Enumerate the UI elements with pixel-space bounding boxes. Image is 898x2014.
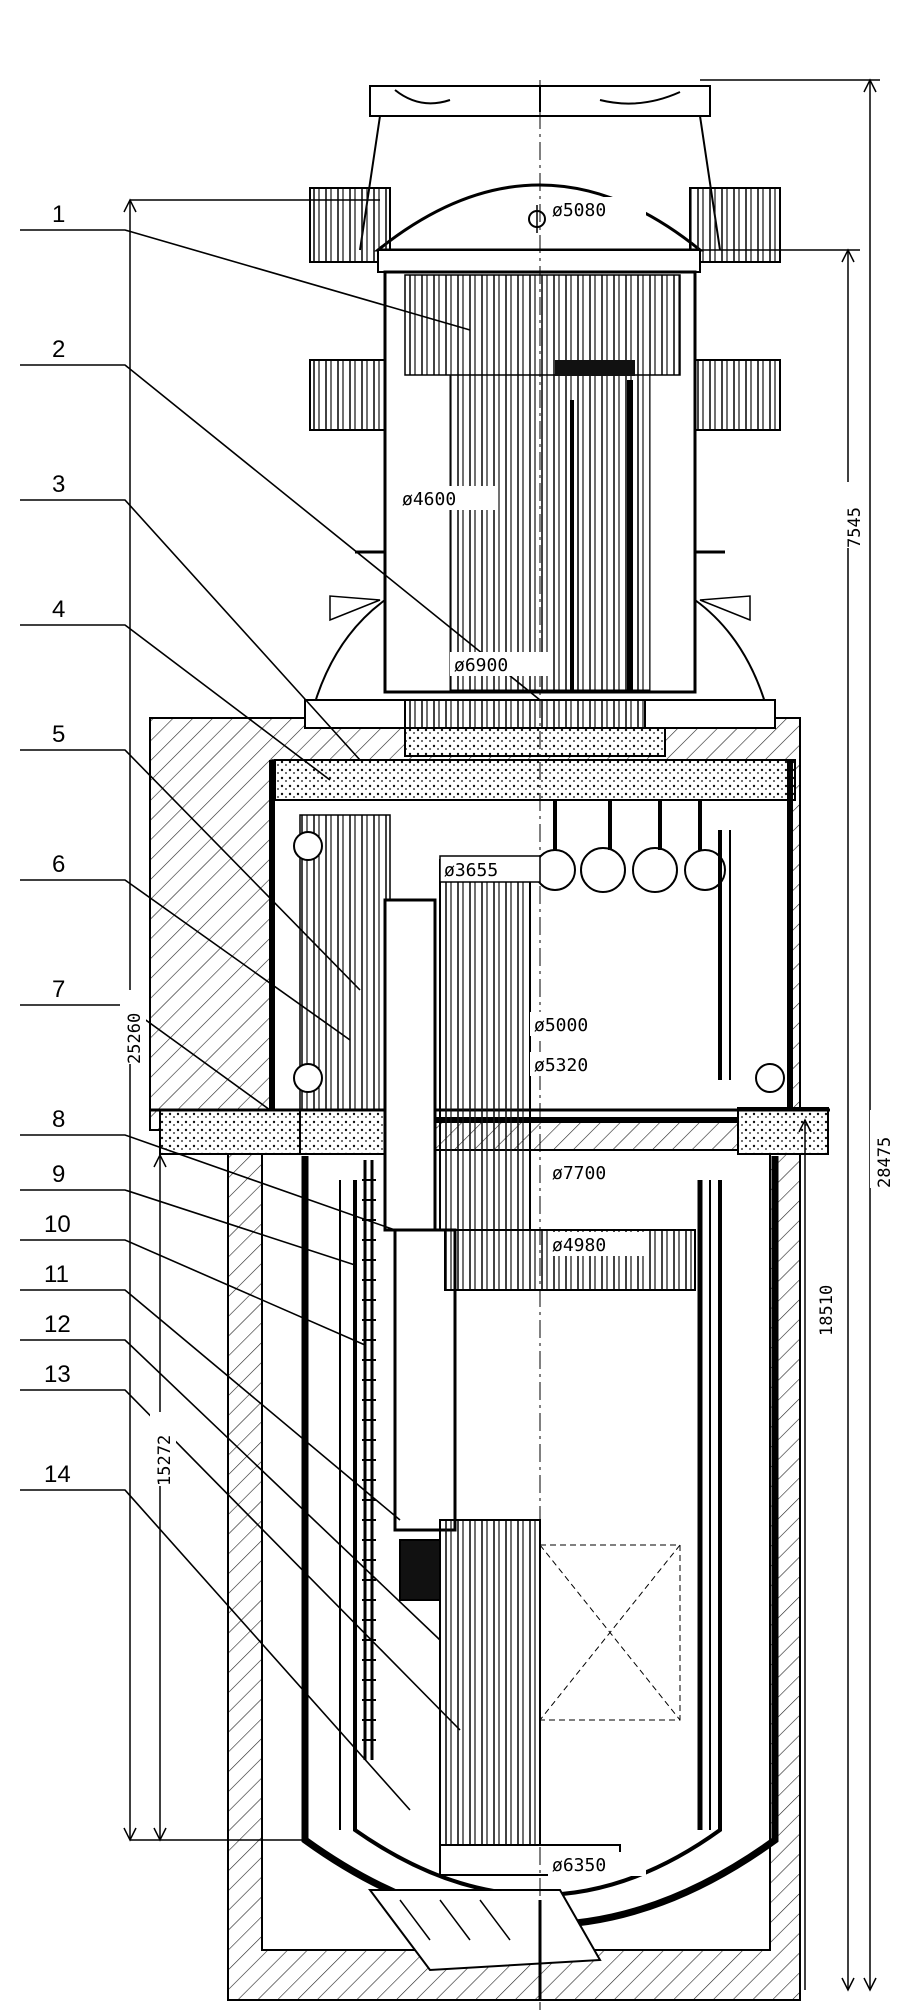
callout-2: 2 bbox=[52, 336, 65, 363]
callout-3: 3 bbox=[52, 471, 65, 498]
dia-5000: ø5000 bbox=[534, 1015, 588, 1036]
callout-9: 9 bbox=[52, 1161, 65, 1188]
callout-5: 5 bbox=[52, 721, 65, 748]
dim-25260: 25260 bbox=[125, 1013, 145, 1064]
dim-28475: 28475 bbox=[875, 1137, 895, 1188]
dia-4600: ø4600 bbox=[402, 489, 456, 510]
dia-6900: ø6900 bbox=[454, 655, 508, 676]
dia-7700: ø7700 bbox=[552, 1163, 606, 1184]
diameter-labels: ø5080 ø4600 ø6900 ø3655 ø5000 ø5320 ø770… bbox=[398, 197, 646, 1876]
callout-12: 12 bbox=[44, 1311, 71, 1338]
callout-6: 6 bbox=[52, 851, 65, 878]
callout-7: 7 bbox=[52, 976, 65, 1003]
dia-6350: ø6350 bbox=[552, 1855, 606, 1876]
callout-1: 1 bbox=[52, 201, 65, 228]
dim-18510: 18510 bbox=[817, 1285, 837, 1336]
dim-7545: 7545 bbox=[845, 507, 865, 548]
vertical-dim-labels: 7545 28475 18510 25260 15272 bbox=[120, 482, 896, 1486]
dia-4980: ø4980 bbox=[552, 1235, 606, 1256]
callout-10: 10 bbox=[44, 1211, 71, 1238]
callout-11: 11 bbox=[44, 1261, 69, 1288]
callout-8: 8 bbox=[52, 1106, 65, 1133]
callout-numbers: 1 2 3 4 5 6 7 8 9 10 11 12 13 14 bbox=[44, 201, 71, 1488]
callout-4: 4 bbox=[52, 596, 65, 623]
callout-13: 13 bbox=[44, 1361, 71, 1388]
dim-15272: 15272 bbox=[155, 1435, 175, 1486]
dia-5080: ø5080 bbox=[552, 200, 606, 221]
leader-lines bbox=[20, 229, 541, 1811]
rail bbox=[362, 1160, 376, 1760]
upper-dome bbox=[373, 183, 705, 252]
internal-columns bbox=[383, 859, 531, 1601]
dia-5320: ø5320 bbox=[534, 1055, 588, 1076]
callout-14: 14 bbox=[44, 1461, 71, 1488]
dia-3655: ø3655 bbox=[444, 860, 498, 881]
support-flange bbox=[150, 1107, 830, 1155]
